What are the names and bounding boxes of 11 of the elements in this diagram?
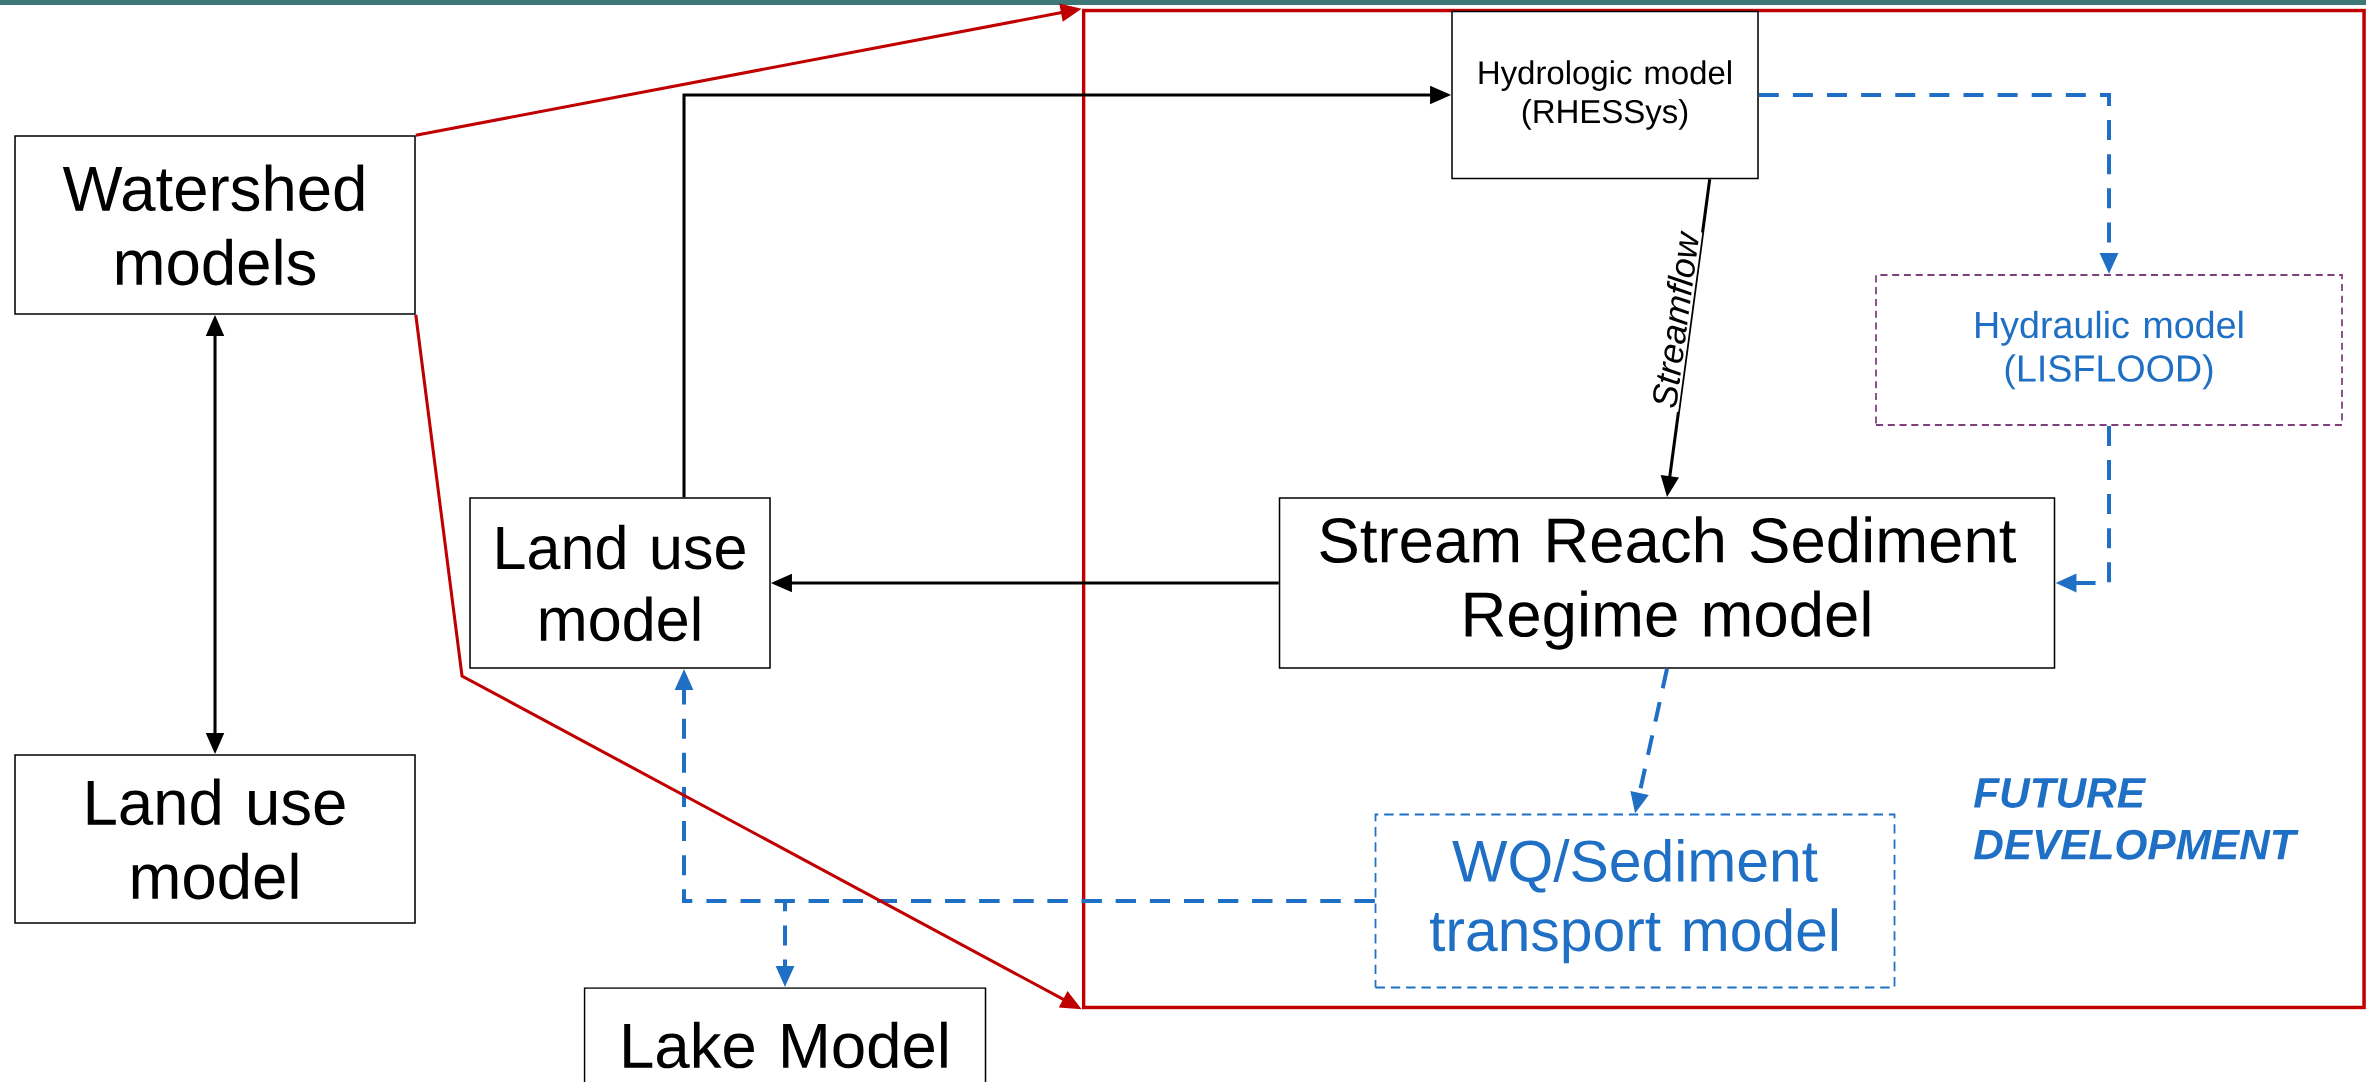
dashed-model-box: WQ/Sediment transport model: [1374, 813, 1896, 989]
dashed-model-box: Hydraulic model (LISFLOOD): [1875, 274, 2343, 426]
model-box: Lake Model: [583, 987, 987, 1082]
note-text: FUTURE DEVELOPMENT: [1974, 778, 2299, 860]
model-box: Watershed models: [14, 135, 416, 315]
zoom-frame: [1081, 8, 2366, 1010]
model-box: Land use model: [14, 754, 416, 924]
model-box: Stream Reach Sediment Regime model: [1278, 497, 2056, 669]
model-box: Hydrologic model (RHESSys): [1451, 10, 1759, 180]
edge-label: Streamflow: [1647, 228, 1703, 413]
model-box: Land use model: [469, 497, 771, 669]
